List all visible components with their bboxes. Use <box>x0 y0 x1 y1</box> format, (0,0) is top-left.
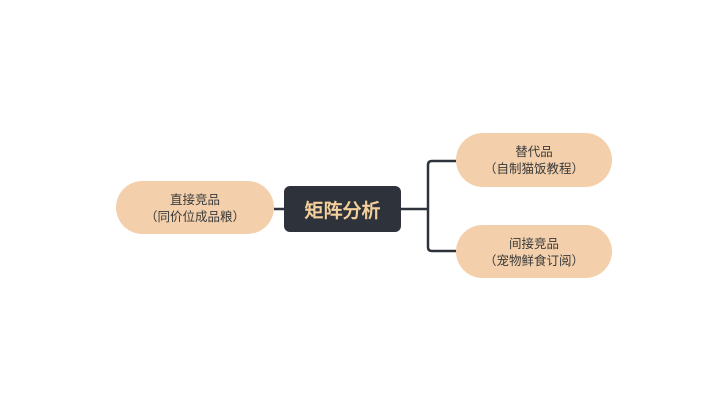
node-title: 直接竞品 <box>169 191 220 207</box>
node-direct-competitors[interactable]: 直接竞品 （同价位成品粮） <box>116 181 274 234</box>
connector-right <box>401 159 456 253</box>
node-title: 间接竞品 <box>508 235 559 251</box>
node-subtitle: （宠物鲜食订阅） <box>483 252 584 268</box>
central-topic[interactable]: 矩阵分析 <box>284 186 401 232</box>
central-topic-label: 矩阵分析 <box>304 199 381 222</box>
node-subtitle: （自制猫饭教程） <box>483 161 584 176</box>
node-substitutes[interactable]: 替代品 （自制猫饭教程） <box>456 133 612 187</box>
node-indirect-competitors[interactable]: 间接竞品 （宠物鲜食订阅） <box>456 225 612 278</box>
node-title: 替代品 <box>515 144 553 159</box>
node-subtitle: （同价位成品粮） <box>144 208 245 224</box>
